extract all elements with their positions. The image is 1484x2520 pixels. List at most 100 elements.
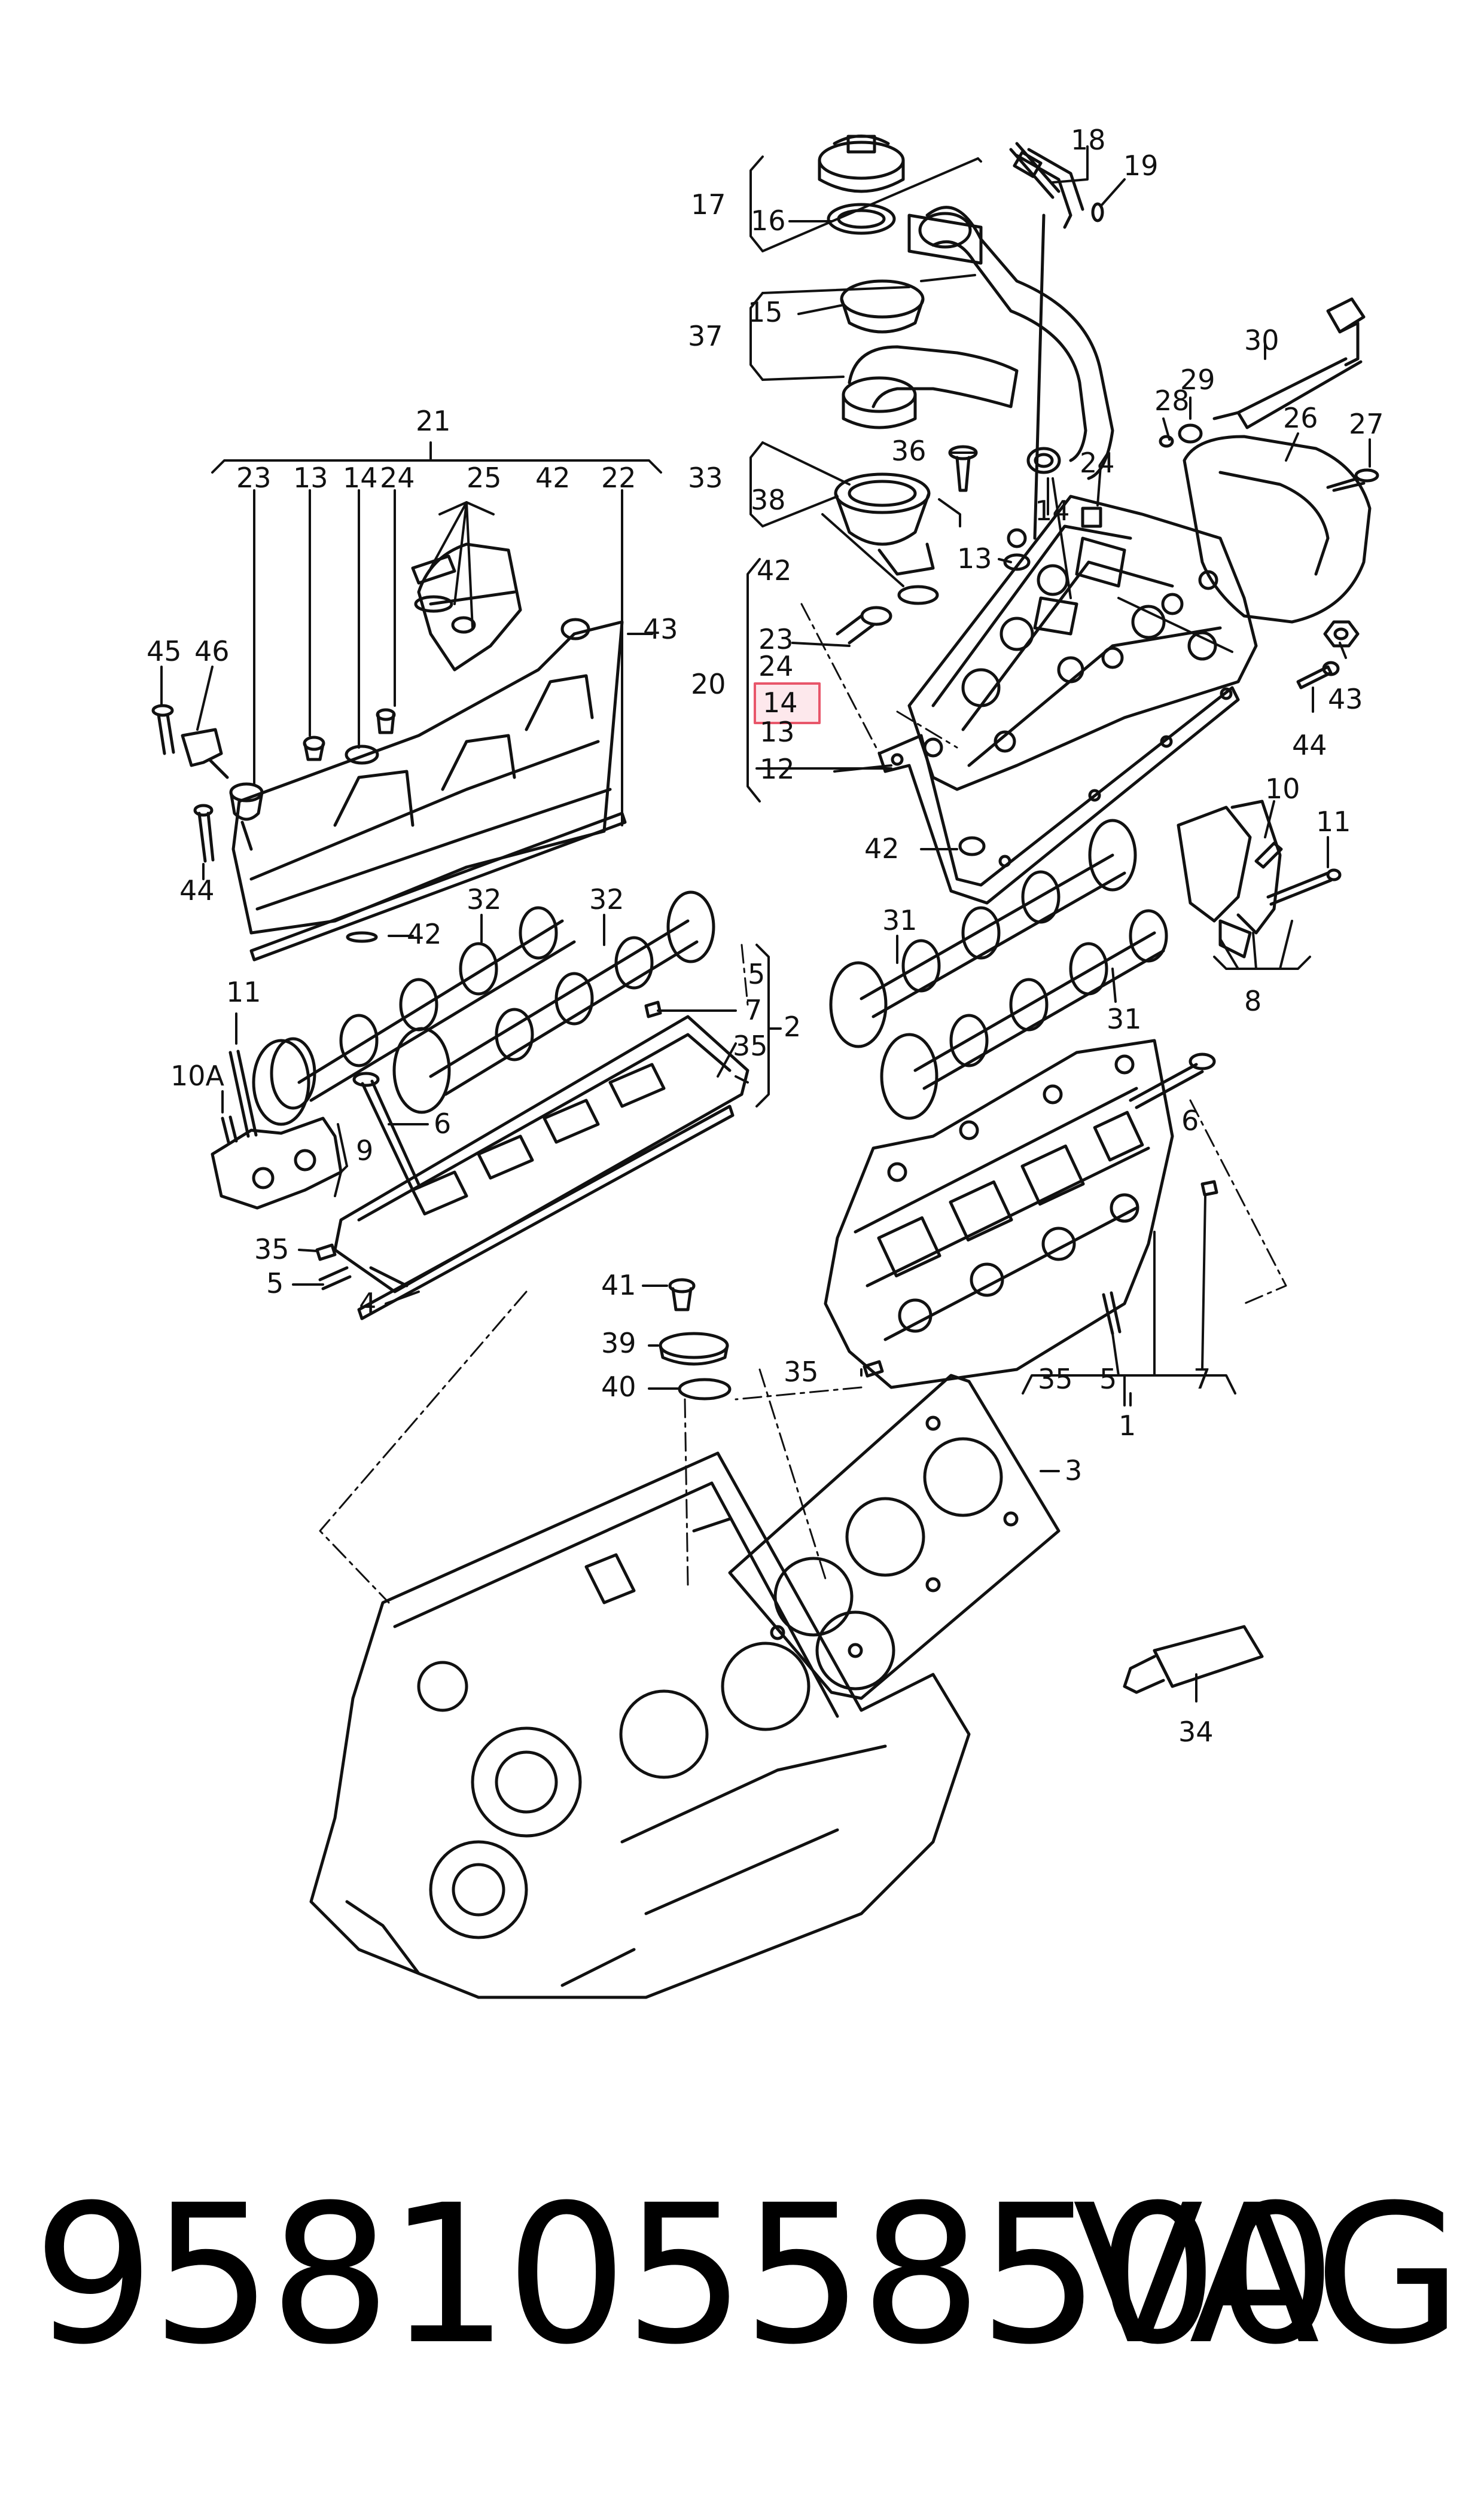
callout-36: 36: [891, 435, 927, 467]
left-cover-plugs: [303, 618, 590, 765]
callout-3: 3: [1065, 1454, 1082, 1487]
callout-7-right: 7: [1193, 1363, 1211, 1395]
callout-31-lower: 31: [1107, 1003, 1142, 1035]
cylinder-head-gasket: [728, 1374, 1061, 1700]
callout-12: 12: [760, 753, 795, 785]
left-camshaft-upper: [252, 906, 576, 1126]
callout-14-right: 14: [1035, 495, 1070, 527]
callout-22: 22: [601, 462, 636, 494]
callout-20: 20: [691, 668, 726, 700]
sensor-23-right: [836, 606, 892, 645]
callout-5-top: 5: [748, 958, 765, 990]
o-ring-40: [678, 1378, 732, 1401]
dash-dot-center-lines: [319, 603, 1287, 1604]
pin-7-right: [1200, 1180, 1218, 1197]
left-valve-cover: [231, 542, 624, 935]
callout-15: 15: [748, 296, 783, 328]
bolt-6-left: [352, 1072, 422, 1192]
cover-bolt-27: [1326, 468, 1379, 492]
injector-cover: [1183, 435, 1372, 624]
callout-28: 28: [1154, 385, 1190, 417]
right-valve-cover: [907, 495, 1258, 791]
left-bearing-frame: [333, 1015, 749, 1293]
stud-11-left: [228, 1050, 258, 1138]
oil-filler-cap: [818, 135, 905, 193]
cover-plug-24-right: [1081, 507, 1102, 528]
bolt-6-right: [1129, 1052, 1216, 1109]
callout-34: 34: [1178, 1716, 1214, 1748]
part-number: 95810558500: [33, 2164, 1337, 2387]
callout-27: 27: [1349, 408, 1384, 440]
highlight-box-14: [754, 682, 821, 724]
fuel-injector: [1212, 297, 1366, 429]
callout-labels: 18 19 17 16 15 37 30 28 29 26 27 21 23 1…: [147, 124, 1384, 1748]
breather-hose: [907, 148, 1114, 540]
callout-33: 33: [688, 462, 723, 494]
callout-24-right: 24: [1080, 447, 1115, 479]
callout-46: 46: [194, 635, 230, 667]
callout-5-right: 5: [1099, 1363, 1117, 1395]
bolt-44-left: [193, 804, 215, 863]
callout-11-left: 11: [226, 976, 261, 1008]
seal-42-right: [958, 836, 986, 856]
bolt-11-right: [1266, 868, 1342, 906]
callout-11-right: 11: [1316, 806, 1351, 838]
bolt-10: [1254, 841, 1283, 869]
callout-44-right: 44: [1292, 729, 1327, 761]
callout-38: 38: [751, 484, 786, 516]
callout-35-right: 35: [1038, 1363, 1073, 1395]
dowel-35-left: [315, 1243, 337, 1261]
callout-42-top: 42: [535, 462, 571, 494]
callout-4: 4: [359, 1287, 376, 1319]
leader-lines: [160, 145, 1371, 1703]
bearing-cap-9: [211, 1116, 343, 1210]
callout-29: 29: [1180, 364, 1215, 396]
callout-9: 9: [356, 1134, 373, 1167]
tensioner-assembly-8: [1177, 800, 1282, 959]
left-frame-gasket: [357, 1105, 735, 1320]
callout-16: 16: [751, 205, 786, 237]
callout-42-bottom: 42: [864, 832, 900, 865]
breather-sensor: [1009, 142, 1104, 222]
callout-35-center: 35: [784, 1356, 819, 1388]
left-cover-seal-25: [411, 554, 476, 634]
callout-6-right: 6: [1181, 1105, 1199, 1137]
stud-5-right: [1102, 1291, 1122, 1335]
left-camshaft-lower: [392, 890, 715, 1114]
sensor-46: [181, 728, 229, 779]
callout-2: 2: [784, 1011, 801, 1043]
sealant-tube: [1123, 1625, 1264, 1694]
callout-8: 8: [1244, 985, 1261, 1017]
right-camshaft-upper: [829, 819, 1137, 1048]
injector-seal: [1159, 423, 1203, 448]
callout-40: 40: [601, 1371, 636, 1403]
callout-13-left: 13: [293, 462, 328, 494]
callout-19: 19: [1123, 150, 1159, 182]
bolt-44-right: [1296, 661, 1340, 690]
callout-43-left: 43: [643, 613, 678, 645]
callout-32-left: 32: [467, 883, 502, 916]
sensor-23-left: [229, 782, 264, 851]
callout-10a: 10A: [170, 1060, 225, 1092]
right-cover-gasket: [877, 686, 1240, 905]
cover-seal-14-right: [1026, 447, 1061, 474]
callout-5-left: 5: [266, 1267, 284, 1299]
right-cylinder-head: [824, 1039, 1174, 1389]
pcv-valve: [834, 472, 935, 576]
callout-24-left: 24: [380, 462, 415, 494]
pin-7-left: [644, 1000, 662, 1018]
engine-block: [309, 1451, 971, 1999]
callout-31-upper: 31: [882, 904, 918, 936]
callout-14-left: 14: [343, 462, 378, 494]
seal-42-left: [346, 931, 378, 943]
callout-1: 1: [1119, 1410, 1136, 1442]
bolt-41: [668, 1278, 696, 1311]
callout-24-mid: 24: [758, 650, 794, 682]
callout-42-right: 42: [757, 554, 792, 587]
pcv-o-ring: [897, 585, 939, 605]
right-camshaft-lower: [880, 909, 1168, 1120]
cover-seal-13-right: [1003, 553, 1031, 571]
callout-17: 17: [691, 188, 726, 221]
callout-44-left: 44: [179, 874, 215, 907]
